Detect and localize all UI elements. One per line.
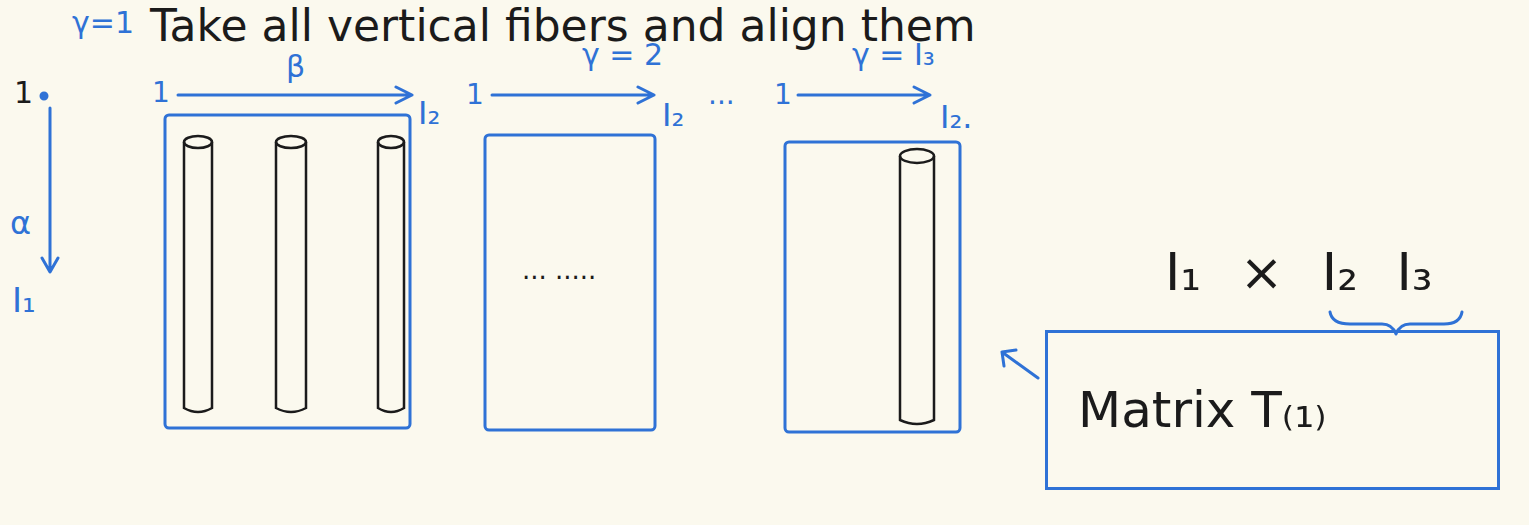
axis-start: 1 bbox=[774, 80, 792, 111]
axis-end: I₂ bbox=[662, 98, 684, 133]
fiber-cylinder bbox=[900, 149, 934, 424]
matrix-box: Matrix T₍₁₎ bbox=[1045, 330, 1500, 490]
slab-outline bbox=[165, 115, 410, 428]
heading-note: Take all vertical fibers and align them bbox=[150, 2, 976, 50]
alpha-axis-arrow bbox=[42, 108, 58, 272]
slab-outline bbox=[785, 142, 960, 432]
fiber-cylinder bbox=[184, 136, 212, 412]
matrix-size: I₁ × I₂ I₃ bbox=[1165, 244, 1433, 301]
axis-dot bbox=[41, 93, 47, 99]
index-label: γ=1 bbox=[72, 6, 134, 39]
axis-end: I₂. bbox=[940, 100, 972, 135]
axis-start: 1 bbox=[152, 78, 170, 109]
fiber-cylinder bbox=[276, 136, 306, 412]
matrix-name: Matrix T₍₁₎ bbox=[1078, 383, 1326, 438]
pointer-arrow bbox=[1002, 350, 1038, 378]
axis-start: 1 bbox=[466, 80, 484, 111]
index-label: γ = I₃ bbox=[852, 38, 935, 71]
ellipsis: ... bbox=[708, 80, 735, 111]
ellipsis: ... ..... bbox=[522, 256, 596, 285]
axis-name: α bbox=[10, 206, 31, 241]
axis-end: I₂ bbox=[418, 96, 440, 131]
beta-arrow bbox=[798, 87, 930, 103]
axis-name: β bbox=[286, 50, 305, 83]
slab-outline bbox=[485, 135, 655, 430]
beta-arrow bbox=[492, 87, 654, 103]
axis-start: 1 bbox=[14, 76, 33, 109]
beta-arrow bbox=[178, 87, 412, 103]
fiber-cylinder bbox=[378, 136, 404, 412]
axis-end: I₁ bbox=[12, 282, 36, 319]
index-label: γ = 2 bbox=[582, 38, 663, 71]
